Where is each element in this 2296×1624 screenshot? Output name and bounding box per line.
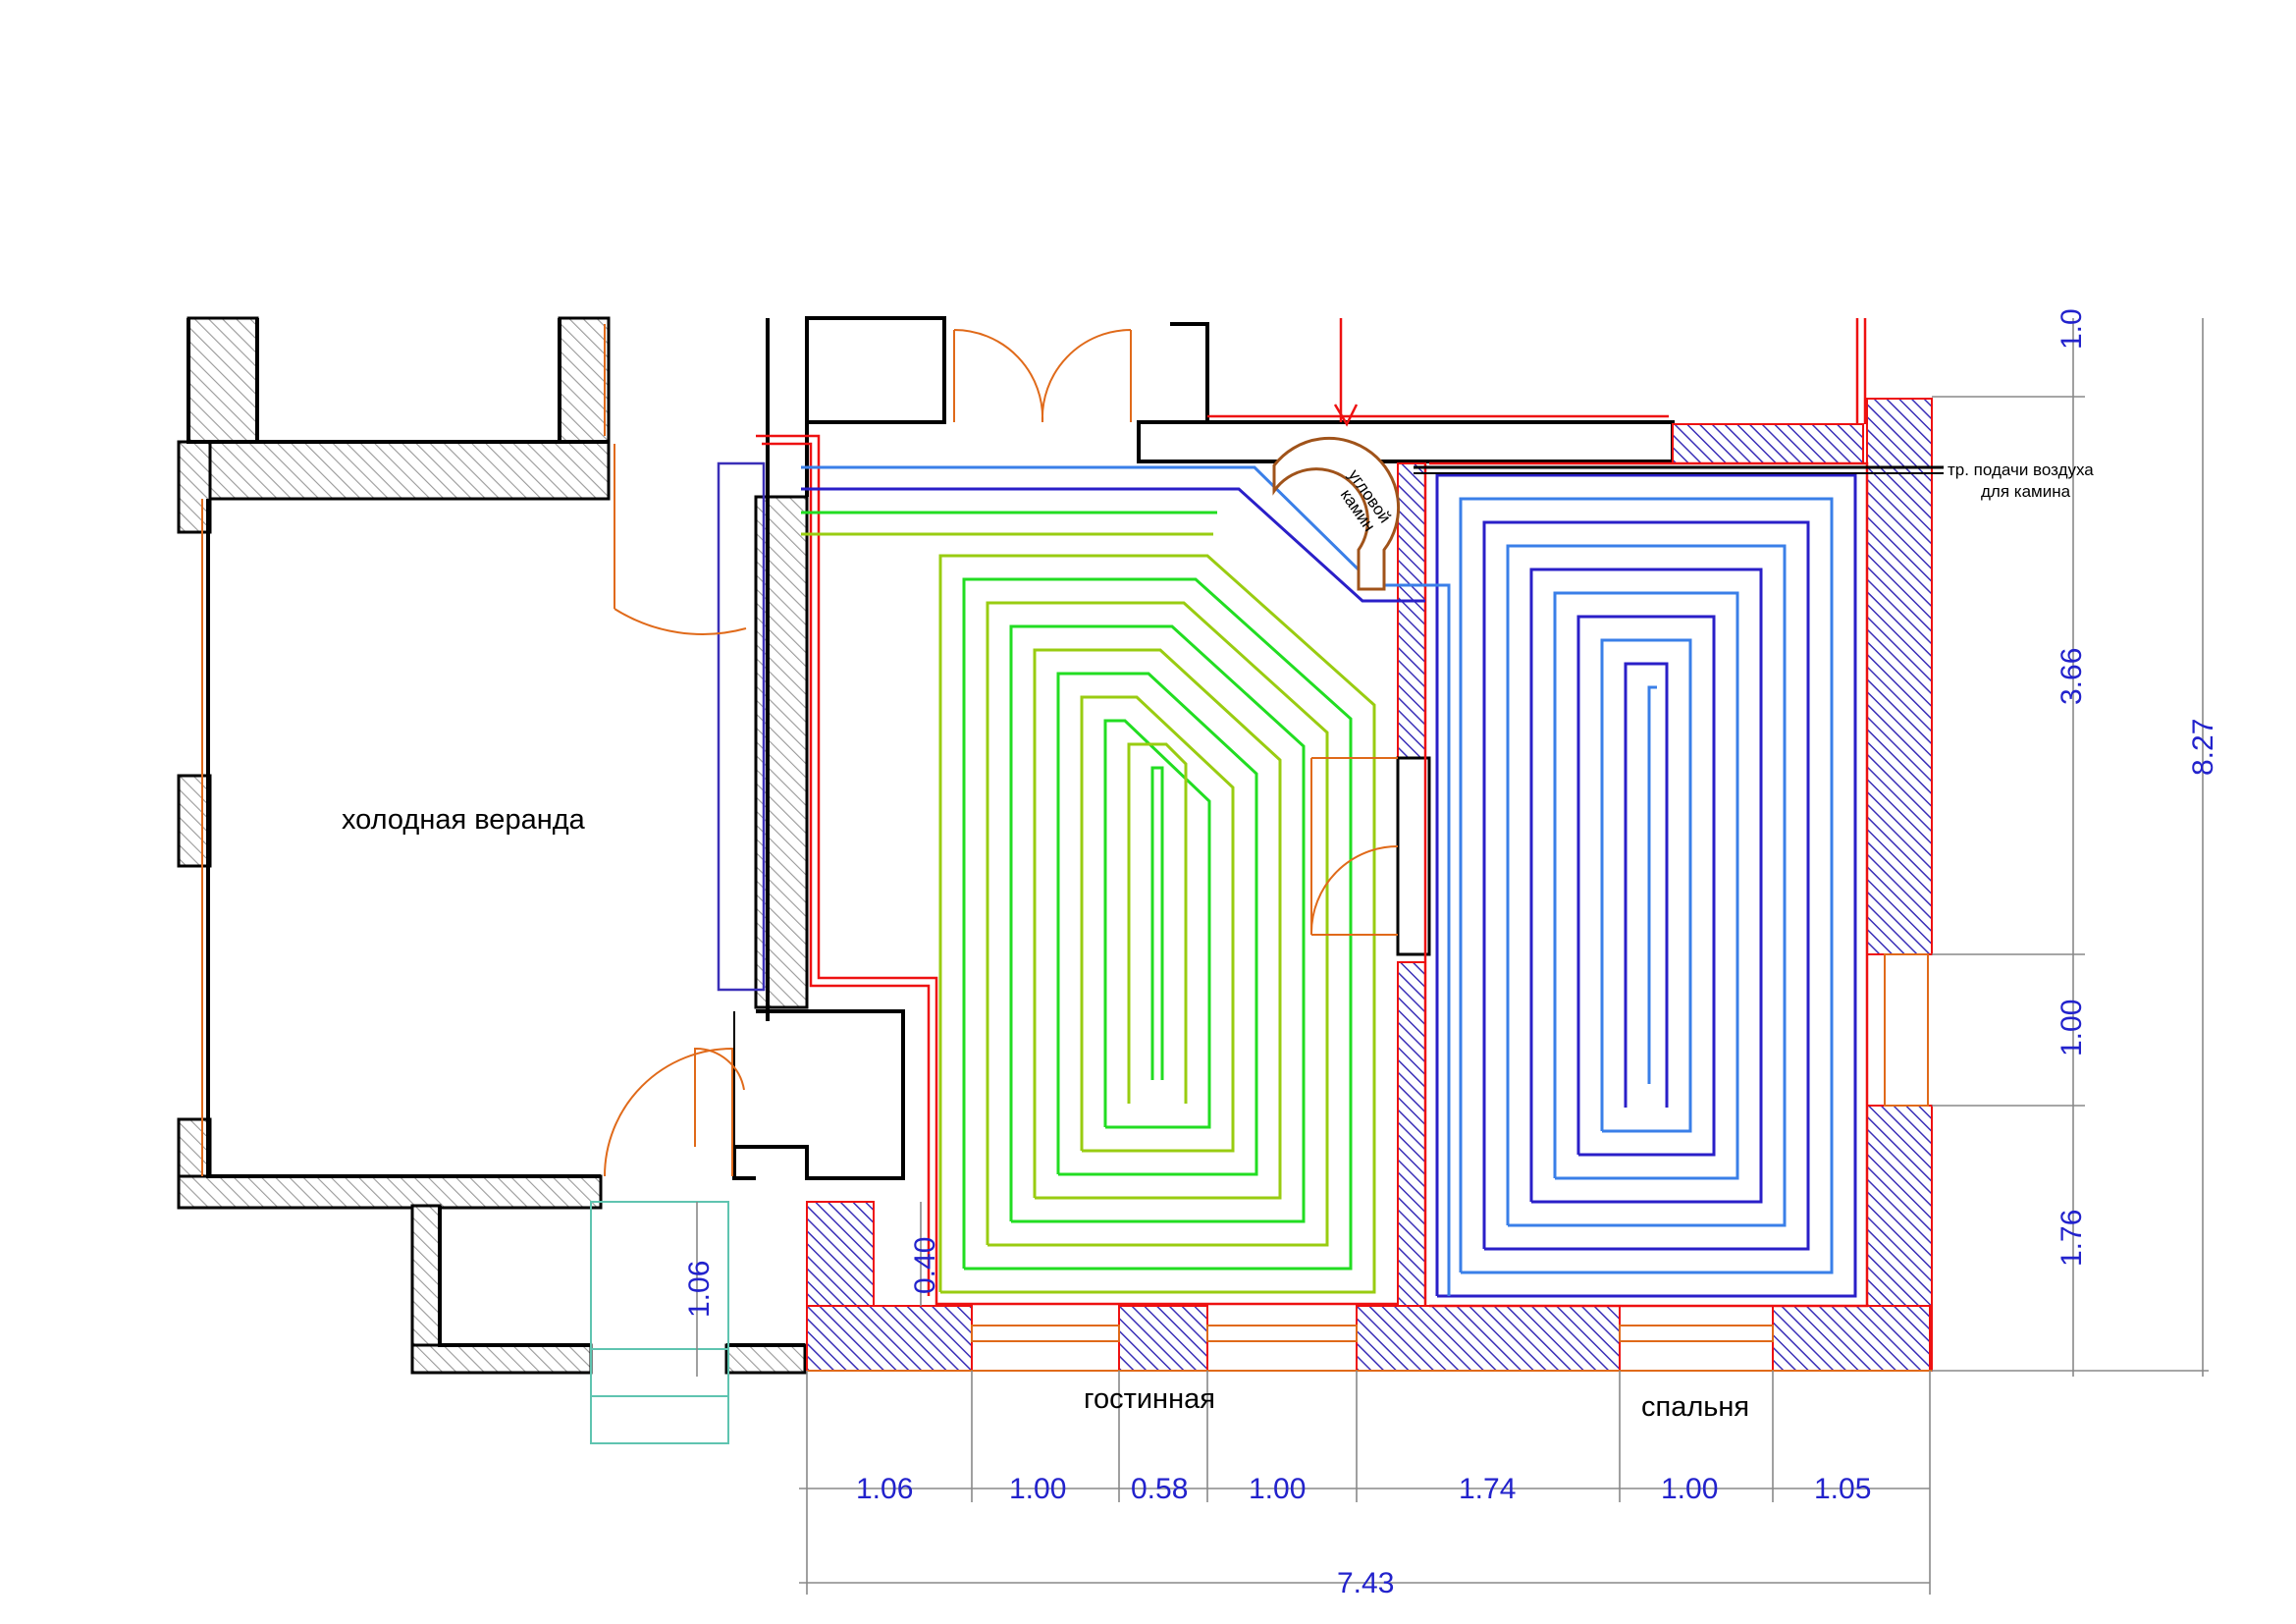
dim-right-3: 1.76: [2056, 1210, 2088, 1267]
dim-right-2: 1.00: [2056, 1000, 2088, 1056]
room-label-veranda: холодная веранда: [342, 804, 586, 836]
dim-bottom-6: 1.00: [1661, 1473, 1718, 1505]
doors: [604, 324, 1401, 1177]
heating-pipe: [756, 318, 1869, 1308]
veranda-walls: [177, 316, 807, 1375]
exterior-walls: [806, 398, 1933, 1372]
air-pipe-label-1: тр. подачи воздуха: [1948, 460, 2094, 479]
room-label-bedroom: спальня: [1641, 1391, 1749, 1423]
dim-inner: 0.40: [909, 1237, 941, 1294]
dim-right-partial: 1.0: [2056, 308, 2088, 350]
dim-porch: 1.06: [683, 1261, 716, 1318]
dim-bottom-2: 1.00: [1009, 1473, 1066, 1505]
porch-steps: [590, 1201, 729, 1444]
dimension-lines: [696, 318, 2209, 1595]
dim-bottom-1: 1.06: [856, 1473, 913, 1505]
dim-bottom-7: 1.05: [1814, 1473, 1871, 1505]
air-pipe: [1414, 465, 1944, 474]
room-label-living: гостинная: [1084, 1383, 1215, 1415]
bedroom-heating-loop: [717, 461, 1857, 1298]
air-pipe-label-2: для камина: [1981, 482, 2071, 501]
dim-bottom-5: 1.74: [1459, 1473, 1516, 1505]
dim-bottom-3: 0.58: [1131, 1473, 1188, 1505]
dim-total-height: 8.27: [2187, 719, 2219, 776]
living-heating-loop: [801, 511, 1376, 1294]
dim-right-1: 3.66: [2056, 648, 2088, 705]
dim-total-width: 7.43: [1337, 1567, 1394, 1599]
dim-bottom-4: 1.00: [1249, 1473, 1306, 1505]
